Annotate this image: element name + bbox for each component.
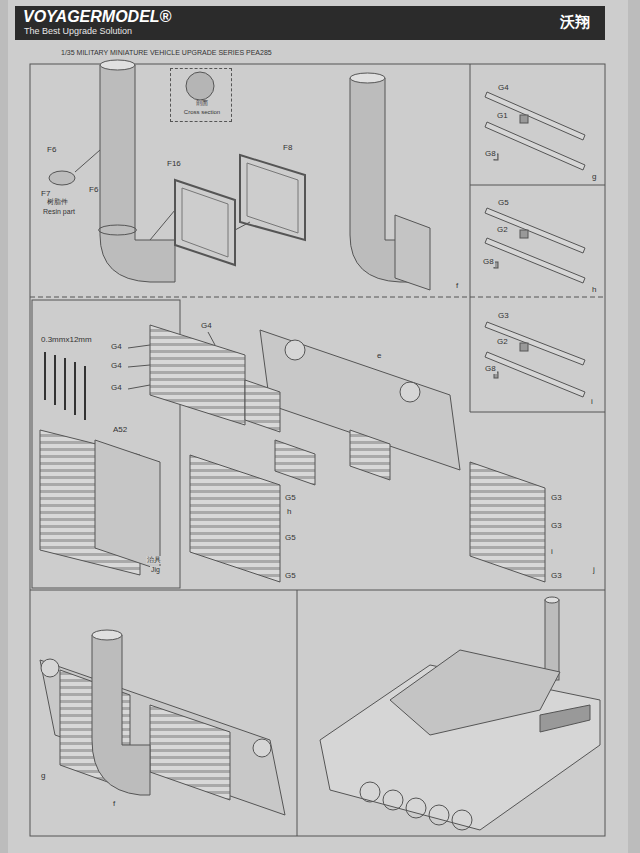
part-label: G4 [497,84,510,93]
part-label: G3 [550,572,563,581]
part-label: F6 [46,146,57,155]
part-label: Jig [150,566,161,574]
part-label: G3 [550,522,563,531]
part-label: F8 [282,144,293,153]
part-label: G2 [496,338,509,347]
brand-chinese: 沃翔 [560,14,590,31]
part-label: G8 [484,150,497,159]
part-label: j [592,566,596,575]
part-label: h [286,508,292,517]
part-label: G8 [482,258,495,267]
header-bar: VOYAGERMODEL®The Best Upgrade Solution 沃翔 [15,6,605,40]
part-label: G3 [497,312,510,321]
section-label-cn: 剖面 [196,100,208,107]
part-label: G5 [284,572,297,581]
part-label: G4 [200,322,213,331]
section-label-en: Cross section [184,109,220,116]
part-label: g [40,772,46,781]
part-label: G8 [484,365,497,374]
part-label: 0.3mmx12mm [40,336,93,345]
part-label: i [550,548,554,557]
part-label: G4 [110,362,123,371]
part-label: f [112,800,116,809]
brand-name: VOYAGERMODEL® [23,8,171,26]
part-label: G5 [497,199,510,208]
part-label: G4 [110,384,123,393]
part-label: 治具 [146,556,162,564]
part-label: Resin part [42,208,76,216]
part-label: G5 [284,534,297,543]
part-label: g [591,173,597,182]
part-label: h [591,286,597,295]
part-label: G4 [110,343,123,352]
part-label: e [376,352,382,361]
part-label: G5 [284,494,297,503]
part-label: F6 [88,186,99,195]
part-label: i [590,398,594,407]
part-label: 树脂件 [46,198,69,206]
brand-slogan: The Best Upgrade Solution [24,27,132,37]
series-title: 1/35 MILITARY MINIATURE VEHICLE UPGRADE … [60,49,273,57]
part-label: f [455,282,459,291]
part-label: G3 [550,494,563,503]
part-label: G2 [496,226,509,235]
part-label: F16 [166,160,182,169]
cross-section-box: 剖面 Cross section [170,68,232,122]
part-label: G1 [496,112,509,121]
part-label: A52 [112,426,128,435]
